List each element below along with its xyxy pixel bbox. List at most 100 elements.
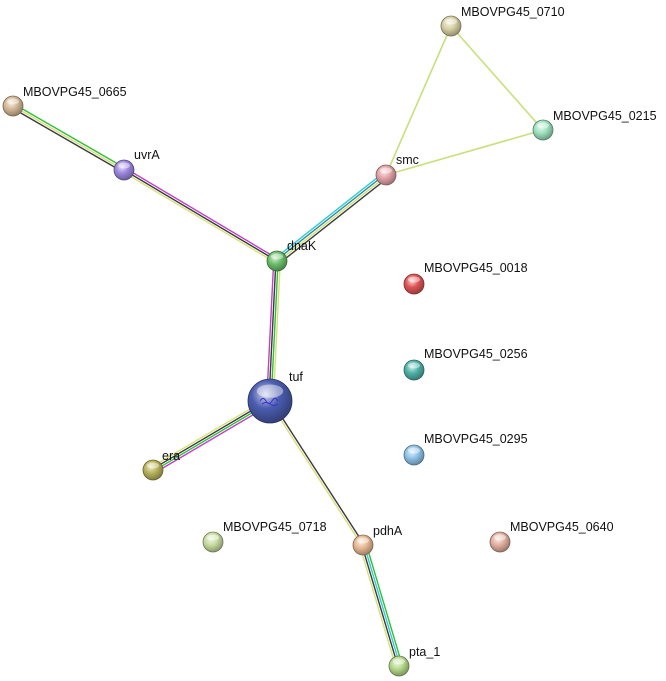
node-label: MBOVPG45_0295 — [424, 432, 528, 446]
node-label: era — [162, 449, 180, 463]
edge-strand — [270, 261, 279, 402]
node-highlight — [357, 537, 369, 544]
protein-node-with-structure[interactable] — [247, 378, 293, 424]
node-MBOVPG45_0295[interactable]: MBOVPG45_0295 — [403, 432, 528, 466]
edge-strand — [365, 543, 403, 666]
node-MBOVPG45_0215[interactable]: MBOVPG45_0215 — [532, 109, 657, 141]
node-label: pdhA — [373, 524, 403, 538]
edge-strand — [385, 129, 544, 176]
edge-strand — [154, 403, 273, 474]
edge-dnaK-tuf — [266, 260, 281, 402]
node-highlight — [271, 253, 283, 260]
edge-MBOVPG45_0710-MBOVPG45_0215 — [450, 25, 544, 131]
protein-node[interactable] — [2, 95, 24, 117]
edge-strand — [363, 544, 401, 666]
protein-node[interactable] — [202, 531, 224, 553]
edge-MBOVPG45_0665-uvrA — [11, 103, 126, 173]
edge-strand — [12, 105, 125, 171]
edge-uvrA-dnaK — [122, 167, 279, 264]
edge-strand — [13, 103, 126, 169]
edge-strand — [153, 401, 271, 472]
node-tuf[interactable]: tuf — [247, 370, 303, 424]
protein-node[interactable] — [266, 250, 288, 272]
node-highlight — [494, 534, 506, 541]
edge-strand — [278, 177, 389, 265]
node-MBOVPG45_0018[interactable]: MBOVPG45_0018 — [403, 261, 528, 295]
node-label: MBOVPG45_0710 — [461, 5, 565, 19]
node-label: MBOVPG45_0718 — [223, 520, 327, 534]
node-label: MBOVPG45_0256 — [424, 347, 528, 361]
edge-strand — [274, 171, 385, 259]
edge-strand — [11, 107, 124, 173]
edge-strand — [268, 260, 277, 401]
edge-strand — [270, 400, 365, 545]
node-highlight — [207, 534, 219, 541]
edge-strand — [277, 175, 388, 263]
edge-tuf-era — [150, 397, 273, 474]
node-highlight — [408, 447, 420, 454]
edge-strand — [124, 167, 279, 260]
node-highlight — [393, 658, 405, 665]
edge-strand — [268, 401, 363, 546]
node-dnaK[interactable]: dnaK — [266, 239, 317, 272]
protein-node[interactable] — [142, 459, 164, 481]
protein-node[interactable] — [388, 655, 410, 677]
node-label: smc — [396, 153, 419, 167]
node-label: uvrA — [134, 148, 160, 162]
node-highlight — [408, 276, 420, 283]
network-nodes: MBOVPG45_0665 uvrA dnaK smc MBOVPG45_0710MBO… — [2, 5, 657, 677]
protein-node[interactable] — [532, 119, 554, 141]
edge-strand — [275, 173, 386, 261]
node-uvrA[interactable]: uvrA — [113, 148, 160, 181]
edge-strand — [385, 25, 452, 176]
edge-pdhA-pta_1 — [359, 543, 403, 668]
node-MBOVPG45_0718[interactable]: MBOVPG45_0718 — [202, 520, 327, 553]
node-label: MBOVPG45_0640 — [510, 520, 614, 534]
edge-strand — [150, 397, 269, 468]
node-highlight — [7, 98, 19, 105]
edge-tuf-pdhA — [268, 400, 365, 546]
protein-node[interactable] — [375, 164, 397, 186]
network-edges — [11, 25, 544, 668]
node-label: tuf — [289, 370, 303, 384]
node-smc[interactable]: smc — [375, 153, 419, 186]
node-highlight — [445, 18, 457, 25]
edge-strand — [123, 169, 278, 262]
edge-strand — [450, 25, 544, 131]
node-label: MBOVPG45_0018 — [424, 261, 528, 275]
node-MBOVPG45_0665[interactable]: MBOVPG45_0665 — [2, 85, 127, 117]
node-pdhA[interactable]: pdhA — [352, 524, 403, 556]
protein-structure-icon — [259, 398, 279, 406]
node-label: pta_1 — [409, 645, 440, 659]
edge-strand — [361, 545, 399, 667]
node-highlight — [380, 167, 392, 174]
edge-strand — [272, 261, 281, 402]
protein-node[interactable] — [352, 534, 374, 556]
protein-node[interactable] — [489, 531, 511, 553]
protein-node[interactable] — [403, 359, 425, 381]
protein-node[interactable] — [403, 273, 425, 295]
node-highlight — [118, 162, 130, 169]
node-label: MBOVPG45_0665 — [23, 85, 127, 99]
node-MBOVPG45_0256[interactable]: MBOVPG45_0256 — [403, 347, 528, 381]
node-label: dnaK — [287, 239, 317, 253]
node-MBOVPG45_0640[interactable]: MBOVPG45_0640 — [489, 520, 614, 553]
protein-node[interactable] — [440, 15, 462, 37]
node-MBOVPG45_0710[interactable]: MBOVPG45_0710 — [440, 5, 565, 37]
edge-strand — [266, 260, 275, 401]
edge-smc-MBOVPG45_0215 — [385, 129, 544, 176]
protein-node[interactable] — [403, 444, 425, 466]
edge-strand — [122, 171, 277, 264]
edge-smc-MBOVPG45_0710 — [385, 25, 452, 176]
node-highlight — [147, 462, 159, 469]
protein-node[interactable] — [113, 159, 135, 181]
edge-dnaK-smc — [274, 171, 389, 265]
node-label: MBOVPG45_0215 — [553, 109, 657, 123]
node-pta_1[interactable]: pta_1 — [388, 645, 440, 677]
edge-strand — [152, 399, 270, 470]
node-highlight — [256, 384, 284, 398]
node-highlight — [537, 122, 549, 129]
node-era[interactable]: era — [142, 449, 180, 481]
node-highlight — [408, 362, 420, 369]
